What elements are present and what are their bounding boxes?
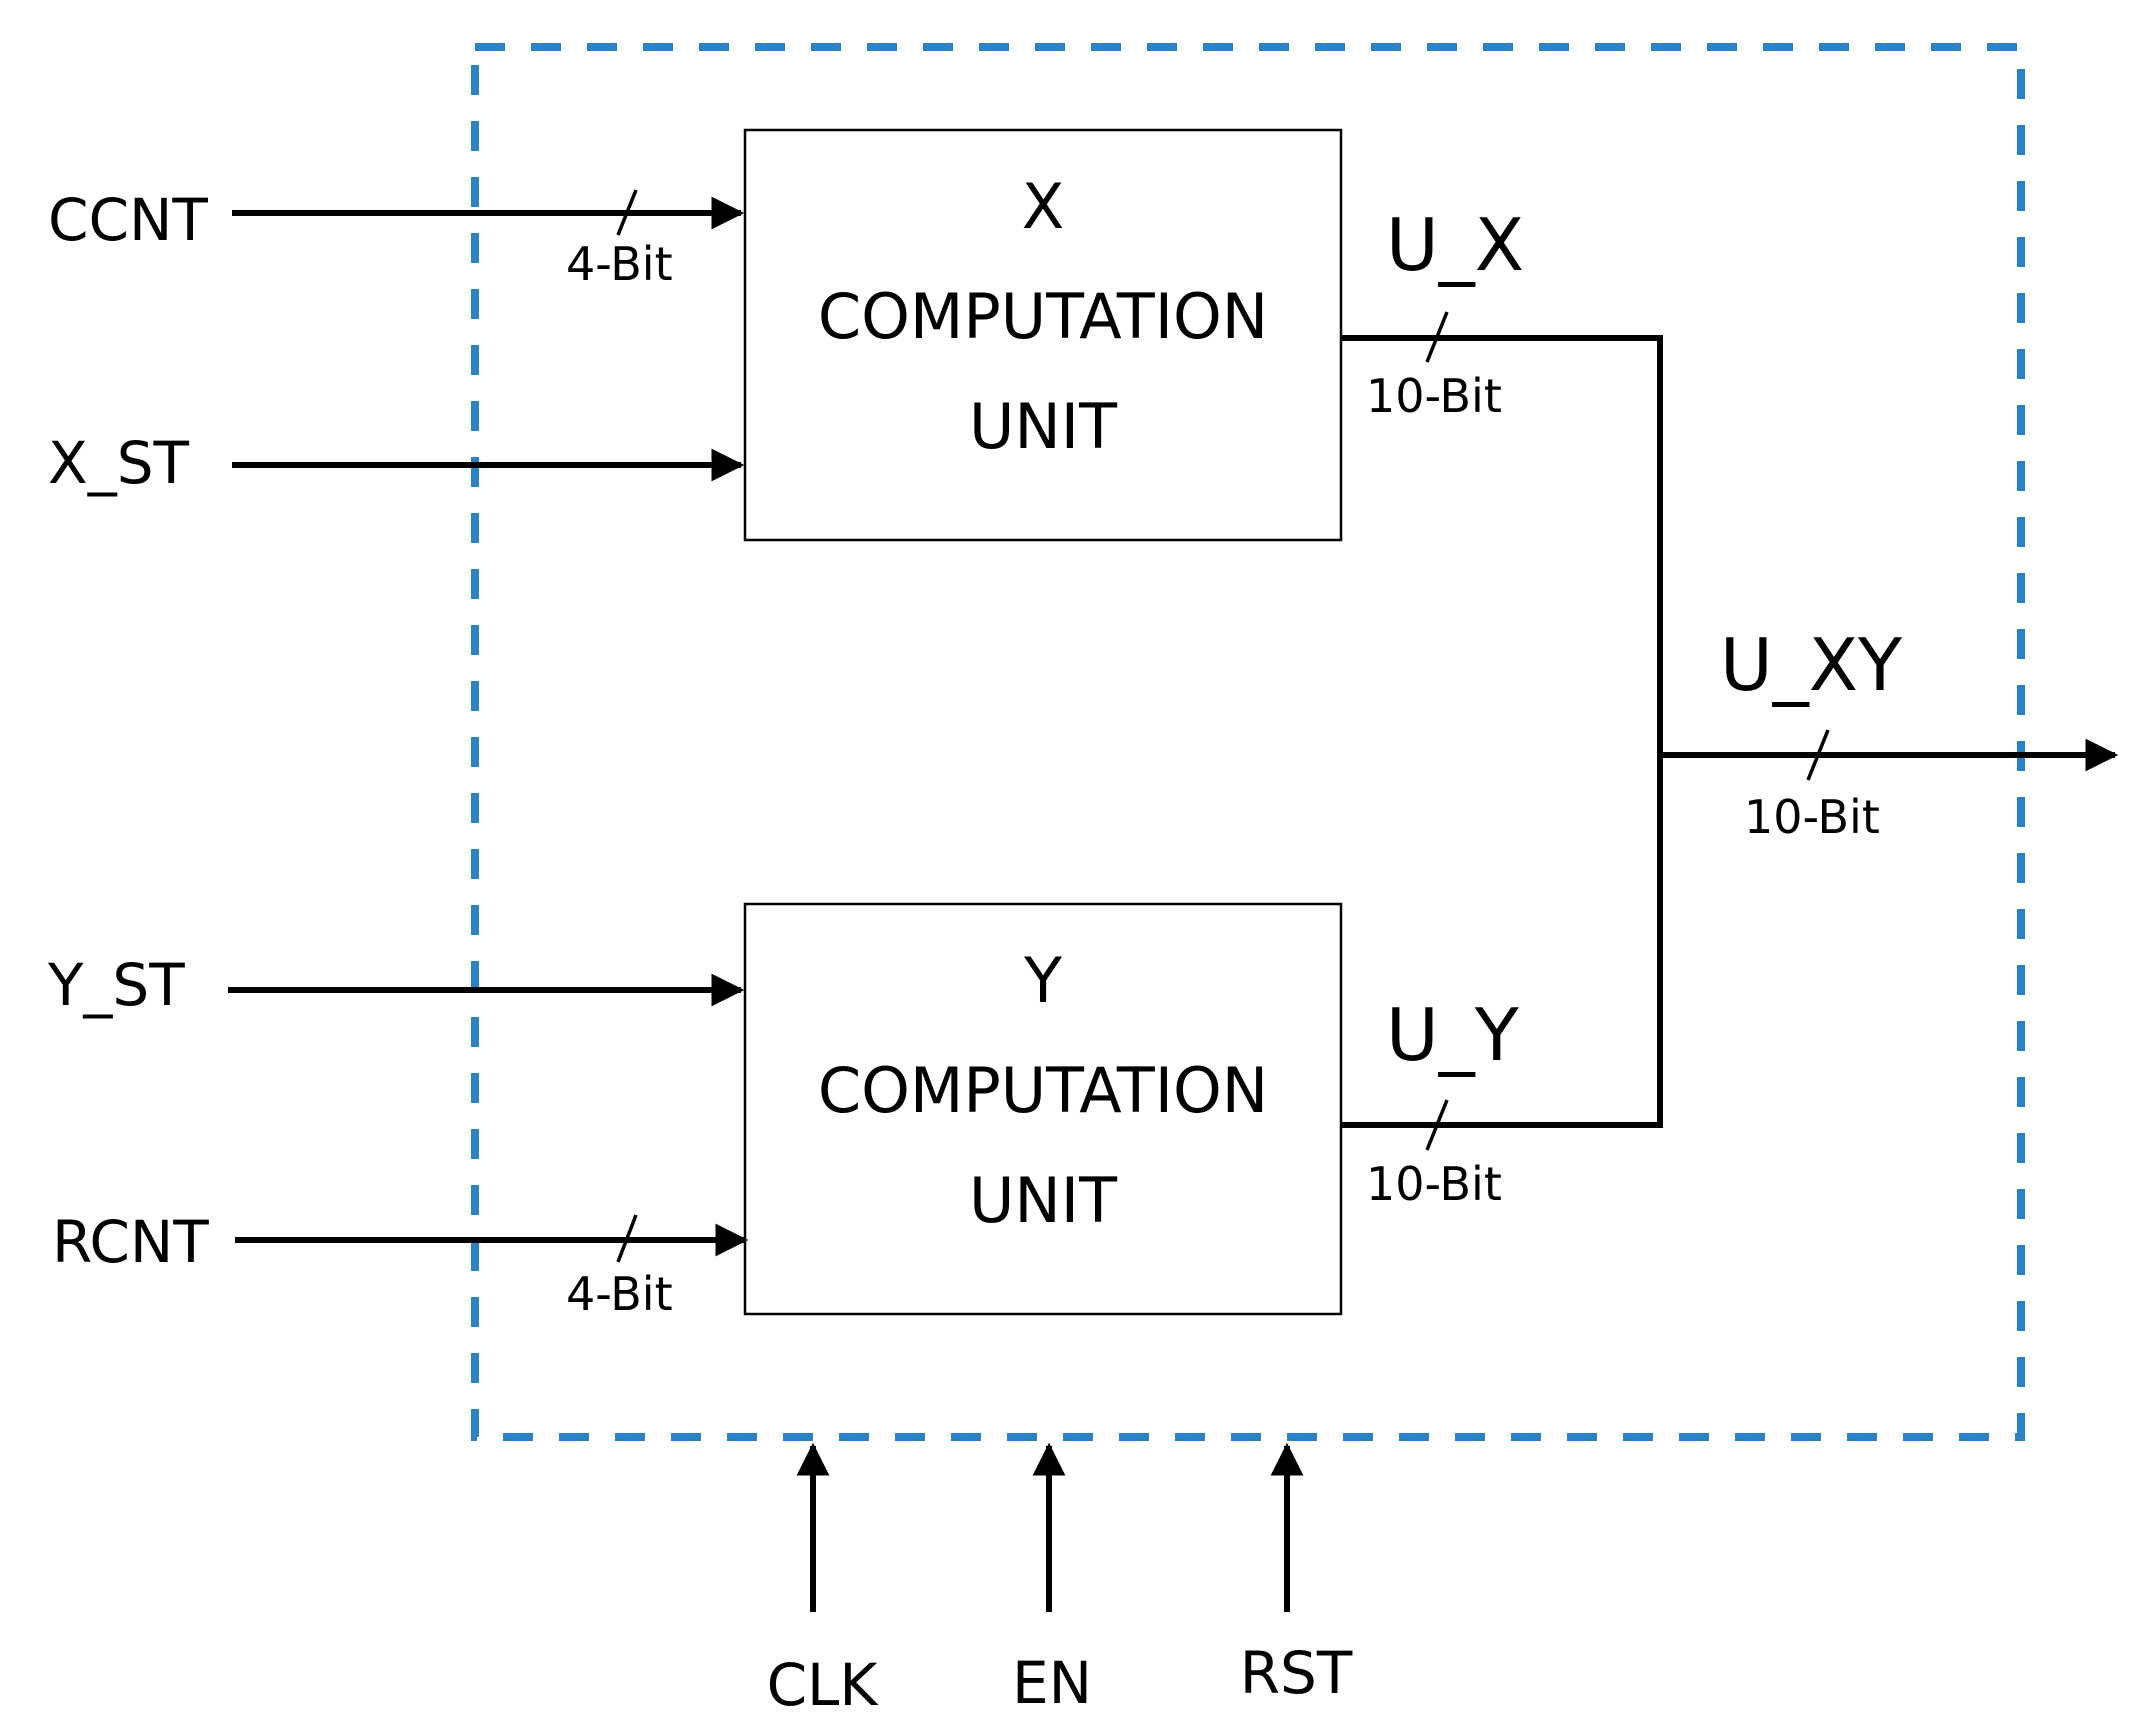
u-x-wire <box>1341 335 1663 755</box>
u-xy-label: U_XY <box>1720 623 1903 707</box>
x-unit-line-1: X <box>1022 170 1064 243</box>
u-y-width-label: 10-Bit <box>1366 1157 1502 1211</box>
x-computation-unit-block <box>743 128 1343 542</box>
y-st-label: Y_ST <box>47 951 185 1019</box>
u-x-label: U_X <box>1386 203 1524 287</box>
rcnt-width-label: 4-Bit <box>566 1267 673 1321</box>
u-y-label: U_Y <box>1386 993 1520 1077</box>
rcnt-label: RCNT <box>52 1208 209 1276</box>
u-y-wire <box>1341 755 1663 1128</box>
x-unit-line-3: UNIT <box>969 390 1118 463</box>
module-boundary <box>471 43 2025 1441</box>
y-unit-line-3: UNIT <box>969 1164 1118 1237</box>
rcnt-bus-slash <box>616 1214 638 1263</box>
ccnt-width-label: 4-Bit <box>566 237 673 291</box>
ccnt-bus-slash <box>616 189 638 236</box>
u-y-bus-slash <box>1425 1099 1449 1151</box>
y-computation-unit-block <box>743 902 1343 1316</box>
y-unit-line-2: COMPUTATION <box>818 1054 1268 1127</box>
rst-label: RST <box>1240 1639 1353 1707</box>
u-x-bus-slash <box>1425 311 1449 363</box>
u-x-width-label: 10-Bit <box>1366 369 1502 423</box>
en-label: EN <box>1012 1649 1092 1717</box>
ccnt-label: CCNT <box>48 186 208 254</box>
x-unit-line-2: COMPUTATION <box>818 280 1268 353</box>
u-xy-width-label: 10-Bit <box>1744 790 1880 844</box>
clk-label: CLK <box>767 1651 880 1719</box>
x-st-label: X_ST <box>48 429 190 497</box>
y-unit-line-1: Y <box>1023 944 1062 1017</box>
u-xy-bus-slash <box>1806 729 1830 781</box>
